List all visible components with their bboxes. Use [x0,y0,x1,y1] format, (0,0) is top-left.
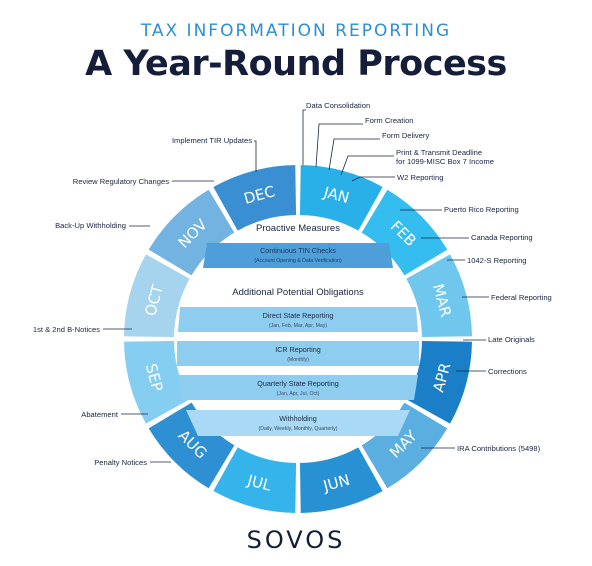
annotation-federal: Federal Reporting [491,293,552,302]
annotation-form-delivery: Form Delivery [382,131,429,140]
annotation-implement-tir: Implement TIR Updates [172,136,252,145]
obligation-bar-title: ICR Reporting [275,345,321,354]
obligation-bar-shape [177,341,419,366]
obligation-bar: Quarterly State Reporting (Jan, Apr, Jul… [178,375,418,400]
month-segment-apr [406,340,472,424]
annotation-puerto-rico: Puerto Rico Reporting [444,205,519,214]
month-label-jul: JUL [245,471,274,495]
additional-heading: Additional Potential Obligations [232,287,364,298]
obligation-bar-sub: (Jan, Apr, Jul, Oct) [277,391,320,397]
ring-center [174,215,422,463]
annotation-form-creation: Form Creation [365,116,414,125]
leader-line [315,123,363,168]
annotation-penalty-notices: Penalty Notices [94,458,147,467]
annotation-w2: W2 Reporting [397,173,443,182]
annotation-1042s: 1042-S Reporting [467,256,527,265]
month-segment-sep [124,340,190,424]
month-segment-jan [299,165,383,231]
month-segment-may [361,402,448,489]
month-segment-jul [213,447,297,513]
month-segment-dec [213,165,297,231]
proactive-heading: Proactive Measures [256,223,340,234]
proactive-bar-title: Continuous TIN Checks [260,246,336,255]
month-segment-jun [299,447,383,513]
annotation-data-consolidation: Data Consolidation [306,101,370,110]
obligation-bar-shape [186,410,410,436]
annotation-canada: Canada Reporting [471,233,533,242]
obligation-bar-title: Quarterly State Reporting [257,379,339,388]
annotation-ira: IRA Contributions (5498) [457,444,541,453]
month-segment-mar [406,254,472,338]
leader-line [254,140,257,172]
annotation-review-regulatory: Review Regulatory Changes [73,177,169,186]
leader-line [328,138,380,171]
annotations: Data Consolidation Form Creation Form De… [33,101,552,467]
obligation-bar-title: Withholding [279,414,317,423]
leader-line [340,155,394,176]
proactive-bar-sub: (Account Opening & Data Verification) [254,258,342,264]
month-segment-feb [361,189,448,276]
inner-obligations: Proactive Measures Continuous TIN Checks… [177,223,419,436]
proactive-bar-shape [203,243,393,268]
obligation-bar: Withholding (Daily, Weekly, Monthly, Qua… [186,410,410,436]
annotation-late-originals: Late Originals [488,335,535,344]
annotation-backup-withholding: Back-Up Withholding [55,221,126,230]
obligation-bar-sub: (Jan, Feb, Mar, Apr, May) [269,323,328,329]
obligation-bar-shape [178,375,418,400]
month-segment-aug [148,402,235,489]
sovos-logo: SOVOS [246,526,346,554]
annotation-print-transmit: Print & Transmit Deadline [396,148,482,157]
leader-line [351,176,395,182]
proactive-bar: Continuous TIN Checks (Account Opening &… [203,243,393,268]
leader-line [302,109,306,165]
annotation-b-notices: 1st & 2nd B-Notices [33,325,100,334]
month-segment-oct [124,254,190,338]
obligation-bar: Direct State Reporting (Jan, Feb, Mar, A… [178,307,418,332]
month-segment-nov [148,189,235,276]
obligation-bar-shape [178,307,418,332]
annotation-abatement: Abatement [81,410,119,419]
obligation-bar-title: Direct State Reporting [263,311,334,320]
obligation-bar: ICR Reporting (Monthly) [177,341,419,366]
annotation-print-transmit-2: for 1099-MISC Box 7 Income [396,157,494,166]
page-title: A Year-Round Process [85,44,507,84]
page-subtitle: TAX INFORMATION REPORTING [140,21,452,41]
annotation-corrections: Corrections [488,367,527,376]
obligation-bar-sub: (Monthly) [287,357,309,363]
obligation-bar-sub: (Daily, Weekly, Monthly, Quarterly) [259,426,338,432]
